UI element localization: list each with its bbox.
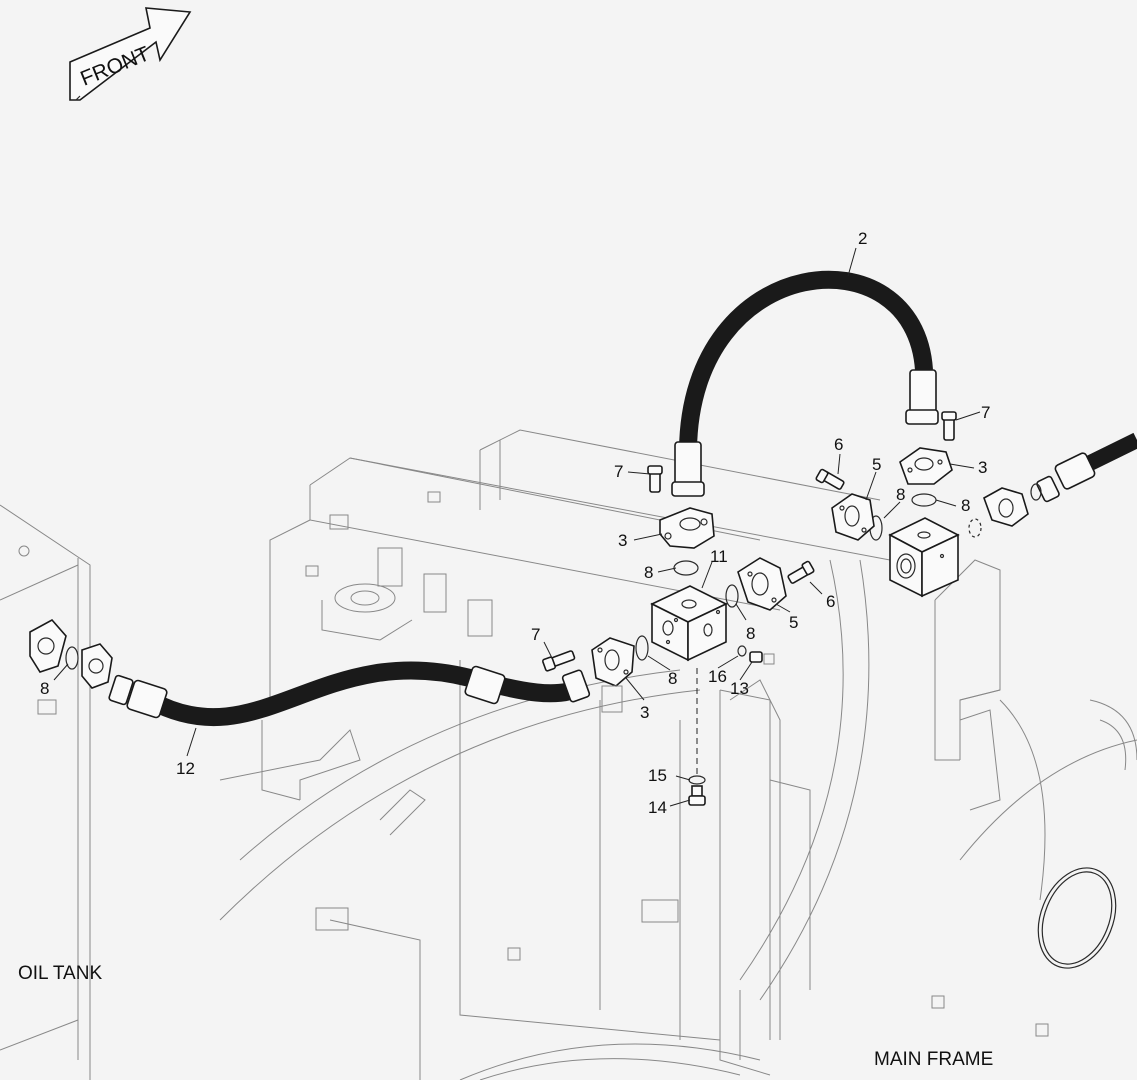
o-ring-8-top — [673, 560, 699, 576]
oil-tank-label: OIL TANK — [18, 963, 102, 984]
manifold-block-right — [888, 517, 960, 598]
bolt-7-left — [542, 650, 576, 672]
main-frame-structure — [0, 429, 1137, 1080]
hose-2 — [671, 270, 939, 497]
callout-8: 8 — [896, 485, 905, 504]
callout-3: 3 — [978, 458, 987, 477]
callout-6: 6 — [834, 435, 843, 454]
front-direction-arrow: FRONT — [69, 7, 192, 101]
hose-12 — [108, 661, 591, 727]
callout-8: 8 — [961, 496, 970, 515]
callout-8: 8 — [668, 669, 677, 688]
callout-11: 11 — [710, 547, 728, 566]
split-flange-5-center — [737, 557, 787, 611]
main-frame-label: MAIN FRAME — [874, 1049, 993, 1070]
o-ring-8-left-block — [635, 635, 649, 661]
bolt-7-right — [941, 411, 957, 441]
callout-12: 12 — [176, 759, 195, 778]
callout-labels: 2 7 7 7 6 6 5 5 3 3 3 8 8 8 8 8 8 8 11 1… — [40, 229, 990, 817]
bolt-7-top — [647, 465, 663, 493]
leader-lines — [53, 247, 981, 807]
callout-5: 5 — [872, 455, 881, 474]
o-ring-8-right-block — [725, 584, 739, 608]
callout-6: 6 — [826, 592, 835, 611]
o-ring-8-right-top — [911, 493, 937, 507]
bolt-6-center — [787, 560, 815, 584]
plug-13 — [749, 651, 775, 665]
callout-16: 16 — [708, 667, 727, 686]
split-flange-5-right — [831, 493, 875, 541]
manifold-block-11 — [650, 585, 728, 662]
callout-3: 3 — [618, 531, 627, 550]
split-flange-3-right — [899, 447, 953, 485]
callout-8: 8 — [746, 624, 755, 643]
o-ring-16 — [737, 645, 747, 657]
callout-2: 2 — [858, 229, 867, 248]
bolt-6-right — [815, 468, 845, 490]
callout-8: 8 — [40, 679, 49, 698]
callout-15: 15 — [648, 766, 667, 785]
oil-tank-flange — [29, 618, 113, 689]
callout-13: 13 — [730, 679, 749, 698]
callout-3: 3 — [640, 703, 649, 722]
callout-14: 14 — [648, 798, 667, 817]
callout-5: 5 — [789, 613, 798, 632]
callout-7: 7 — [531, 625, 540, 644]
plug-14 — [688, 785, 706, 806]
callout-7: 7 — [614, 462, 623, 481]
callout-8: 8 — [644, 563, 653, 582]
split-flange-3-top — [659, 507, 715, 549]
callout-7: 7 — [981, 403, 990, 422]
washer-15 — [688, 775, 706, 785]
far-right-hose — [968, 432, 1137, 538]
split-flange-3-left — [591, 637, 635, 713]
